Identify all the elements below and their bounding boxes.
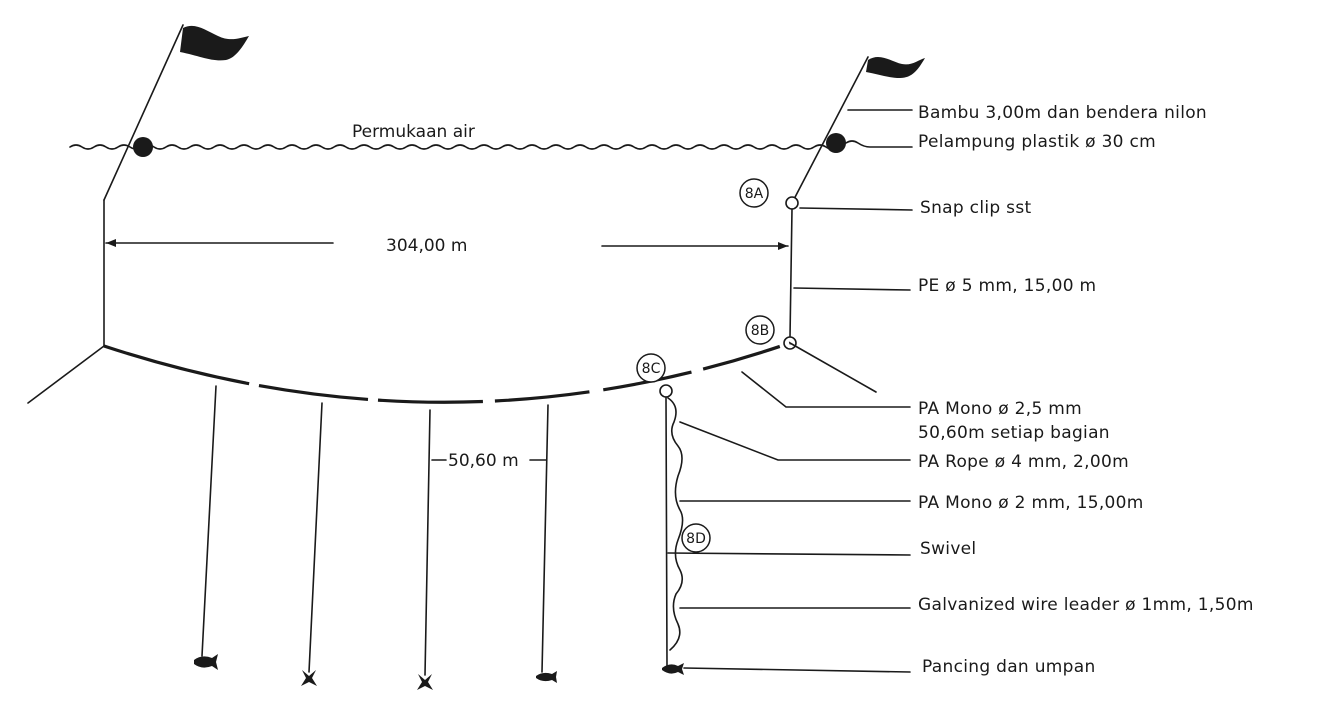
label-bamboo: Bambu 3,00m dan bendera nilon	[918, 103, 1207, 123]
leader-pa-rope	[679, 421, 911, 461]
detail-hook-icon	[662, 663, 684, 675]
bait-fish-icon-4	[536, 671, 557, 683]
tag-8d-circle	[681, 523, 711, 553]
branch-line-4	[541, 404, 549, 673]
leader-swivel	[667, 552, 911, 556]
leader-pe-line	[793, 287, 911, 291]
label-pa-rope: PA Rope ø 4 mm, 2,00m	[918, 452, 1129, 472]
detail-branch-line	[665, 396, 668, 667]
label-snap-clip: Snap clip sst	[920, 198, 1031, 218]
label-hook-bait: Pancing dan umpan	[922, 657, 1096, 677]
surface-label: Permukaan air	[352, 122, 475, 142]
label-mainline-2: 50,60m setiap bagian	[918, 423, 1110, 443]
water-surface-line	[69, 144, 839, 150]
right-buoy-line	[789, 208, 793, 338]
leader-mainline	[741, 371, 911, 408]
label-pa-mono-branch: PA Mono ø 2 mm, 15,00m	[918, 493, 1144, 513]
right-anchor-line	[789, 342, 877, 393]
branch-spacing-label: 50,60 m	[448, 451, 519, 471]
tag-8a: 8A	[745, 186, 764, 202]
right-flag-icon	[866, 56, 925, 78]
leader-hook	[683, 667, 911, 673]
label-mainline-1: PA Mono ø 2,5 mm	[918, 399, 1082, 419]
span-arrow-right-icon	[778, 242, 788, 250]
left-flag-icon	[180, 25, 249, 61]
tag-8c-circle	[636, 353, 666, 383]
label-float: Pelampung plastik ø 30 cm	[918, 132, 1156, 152]
branch-line-2	[308, 402, 323, 673]
bait-icon-3	[417, 674, 433, 690]
right-float-icon	[826, 133, 846, 153]
tag-8d: 8D	[686, 531, 706, 547]
junction-8c-icon	[659, 384, 673, 398]
branch-line-1	[201, 385, 217, 657]
span-arrow-left-icon	[106, 239, 116, 247]
tag-8c: 8C	[642, 361, 661, 377]
label-wire-leader: Galvanized wire leader ø 1mm, 1,50m	[918, 595, 1254, 615]
left-anchor-line	[27, 345, 105, 404]
leader-snap-clip	[799, 207, 913, 211]
bait-fish-icon-1	[194, 654, 218, 670]
snap-clip-icon	[785, 196, 799, 210]
left-float-icon	[133, 137, 153, 157]
leader-float	[845, 140, 913, 148]
tag-8b-circle	[745, 315, 775, 345]
span-label: 304,00 m	[386, 236, 467, 256]
detail-brace	[667, 397, 684, 651]
right-bamboo-pole	[791, 56, 869, 204]
tag-8b: 8B	[751, 323, 770, 339]
bait-icon-2	[301, 670, 317, 686]
branch-line-3	[424, 409, 431, 676]
left-bamboo-pole	[103, 24, 184, 201]
tag-8a-circle	[739, 178, 769, 208]
label-pe-line: PE ø 5 mm, 15,00 m	[918, 276, 1096, 296]
label-swivel: Swivel	[920, 539, 976, 559]
mainline	[103, 341, 791, 404]
